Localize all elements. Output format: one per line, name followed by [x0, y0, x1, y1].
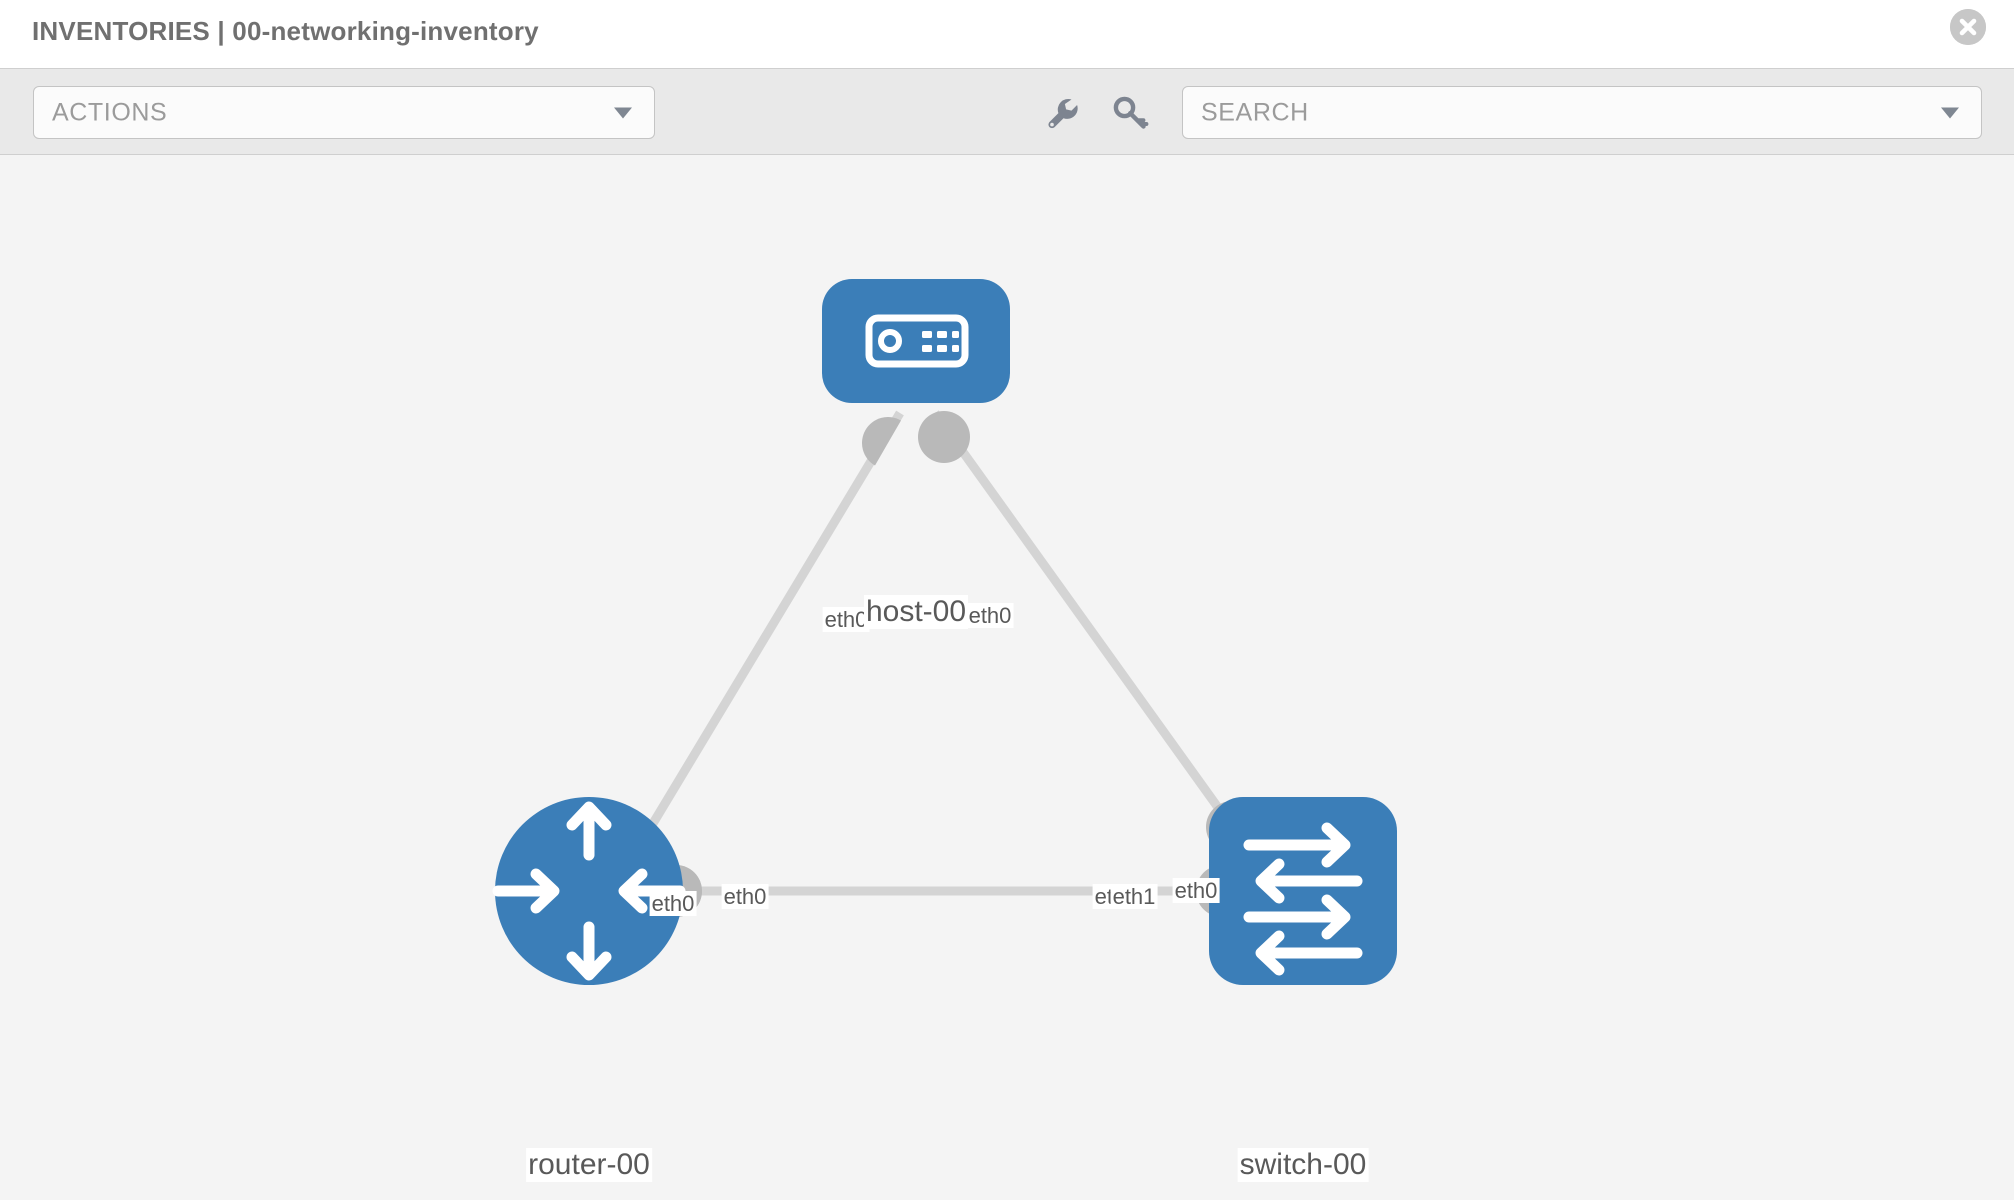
node-switch-00[interactable]: [1209, 797, 1397, 985]
edge-label-host-switch-host-side: eth0: [966, 603, 1014, 629]
topology-canvas[interactable]: eth0 eth0 eth0 eth0 eth0 eth0 eth1 host-…: [0, 155, 2014, 1200]
edge-label-host-switch-switch-side: eth0: [1172, 878, 1220, 904]
connector-host-left: [862, 417, 901, 466]
search-input[interactable]: SEARCH: [1182, 86, 1982, 139]
close-icon[interactable]: [1950, 9, 1986, 45]
edge-label-host-router-router-side: eth0: [649, 891, 697, 917]
link-host-router: [636, 410, 904, 848]
node-router-00[interactable]: [492, 797, 686, 985]
chevron-down-icon: [614, 107, 632, 118]
node-label-switch-00: switch-00: [1237, 1148, 1369, 1182]
edge-label-router-switch-switch-side: eth1: [1110, 884, 1158, 910]
edge-label-router-switch-router-side: eth0: [721, 884, 769, 910]
connector-host-right: [918, 411, 970, 463]
topology-graph: [492, 279, 1397, 985]
server-device-icon: [865, 314, 969, 368]
key-icon[interactable]: [1108, 91, 1152, 135]
actions-dropdown-label: ACTIONS: [52, 98, 168, 126]
node-label-host-00: host-00: [863, 595, 969, 629]
node-host-00[interactable]: [822, 279, 1010, 403]
switch-arrows-icon: [1243, 822, 1363, 976]
toolbar: ACTIONS SEARCH: [0, 68, 2014, 155]
search-placeholder: SEARCH: [1201, 98, 1309, 126]
chevron-down-icon: [1941, 107, 1959, 118]
edge-label-host-router-host-side: eth0: [822, 607, 870, 633]
actions-dropdown[interactable]: ACTIONS: [33, 86, 655, 139]
page-title: INVENTORIES | 00-networking-inventory: [32, 16, 539, 46]
node-label-router-00: router-00: [526, 1148, 652, 1182]
link-host-switch: [931, 410, 1236, 830]
page-header: INVENTORIES | 00-networking-inventory: [0, 0, 2014, 68]
wrench-icon[interactable]: [1040, 91, 1084, 135]
